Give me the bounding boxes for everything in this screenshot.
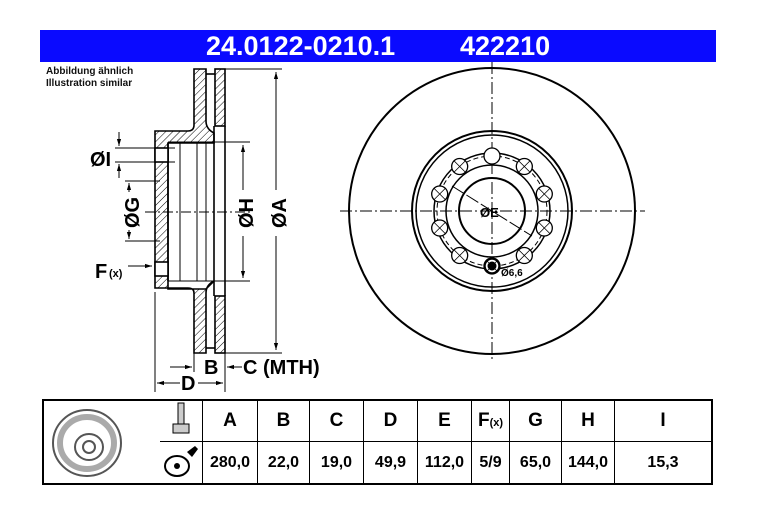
label-f: F: [95, 261, 107, 283]
bolt-hole-cross: [538, 187, 551, 201]
bolt-icon-cell: [160, 399, 203, 442]
header-f-sub: (x): [489, 417, 504, 429]
value-g: 65,0: [509, 441, 562, 485]
illustration-note: Abbildung ähnlich Illustration similar: [46, 66, 133, 90]
header-b: B: [257, 399, 310, 442]
label-e: ØE: [480, 205, 499, 220]
bolt-hole: [483, 147, 501, 165]
header-f: F(x): [471, 399, 510, 442]
value-h: 144,0: [561, 441, 615, 485]
brake-disc-icon: [52, 408, 122, 477]
front-view: [340, 62, 645, 362]
header-e: E: [417, 399, 472, 442]
label-hole: Ø6,6: [501, 268, 523, 279]
value-d: 49,9: [363, 441, 418, 485]
bolt-hole-cross: [453, 160, 466, 173]
header-d: D: [363, 399, 418, 442]
bolt-hole-cross: [433, 221, 446, 235]
bolt-hole-cross: [433, 187, 446, 201]
spray-icon-cell: [160, 441, 203, 485]
header-g: G: [509, 399, 562, 442]
header-h: H: [561, 399, 615, 442]
bolt-hole-cross: [453, 249, 466, 262]
label-b: B: [204, 357, 218, 379]
note-line-de: Abbildung ähnlich: [46, 66, 134, 77]
value-a: 280,0: [202, 441, 258, 485]
value-c: 19,0: [309, 441, 364, 485]
label-a: ØA: [269, 198, 291, 228]
header-c: C: [309, 399, 364, 442]
header-a: A: [202, 399, 258, 442]
dimension-table: A B C D E F(x) G H I 280,0 22,0 19,0 49,…: [42, 399, 713, 485]
part-number: 24.0122-0210.1: [206, 31, 396, 61]
technical-drawing: ØI ØG ØH ØA F (x) B C (MTH) D ØE Ø6,6: [90, 62, 645, 395]
value-i: 15,3: [614, 441, 713, 485]
header-i: I: [614, 399, 713, 442]
note-line-en: Illustration similar: [46, 78, 133, 89]
value-b: 22,0: [257, 441, 310, 485]
disc-image-cell: [42, 399, 160, 485]
label-f-sub: (x): [109, 268, 123, 280]
header-f-letter: F: [477, 410, 490, 431]
label-c: C (MTH): [243, 357, 320, 379]
label-h: ØH: [236, 198, 258, 228]
bolt-hole-cross: [518, 160, 531, 173]
bolt-hole-cross: [538, 221, 551, 235]
value-e: 112,0: [417, 441, 472, 485]
bolt-icon: [172, 402, 190, 434]
spray-disc-icon: [164, 446, 198, 477]
bolt-hole-cross: [518, 249, 531, 262]
dimension-lines: [115, 68, 282, 392]
title-bar: 24.0122-0210.1 422210: [40, 30, 716, 62]
label-d: D: [181, 373, 195, 395]
ref-number: 422210: [460, 31, 551, 61]
section-view: [154, 68, 226, 354]
label-g: ØG: [122, 197, 144, 228]
label-i: ØI: [90, 149, 111, 171]
value-f: 5/9: [471, 441, 510, 485]
